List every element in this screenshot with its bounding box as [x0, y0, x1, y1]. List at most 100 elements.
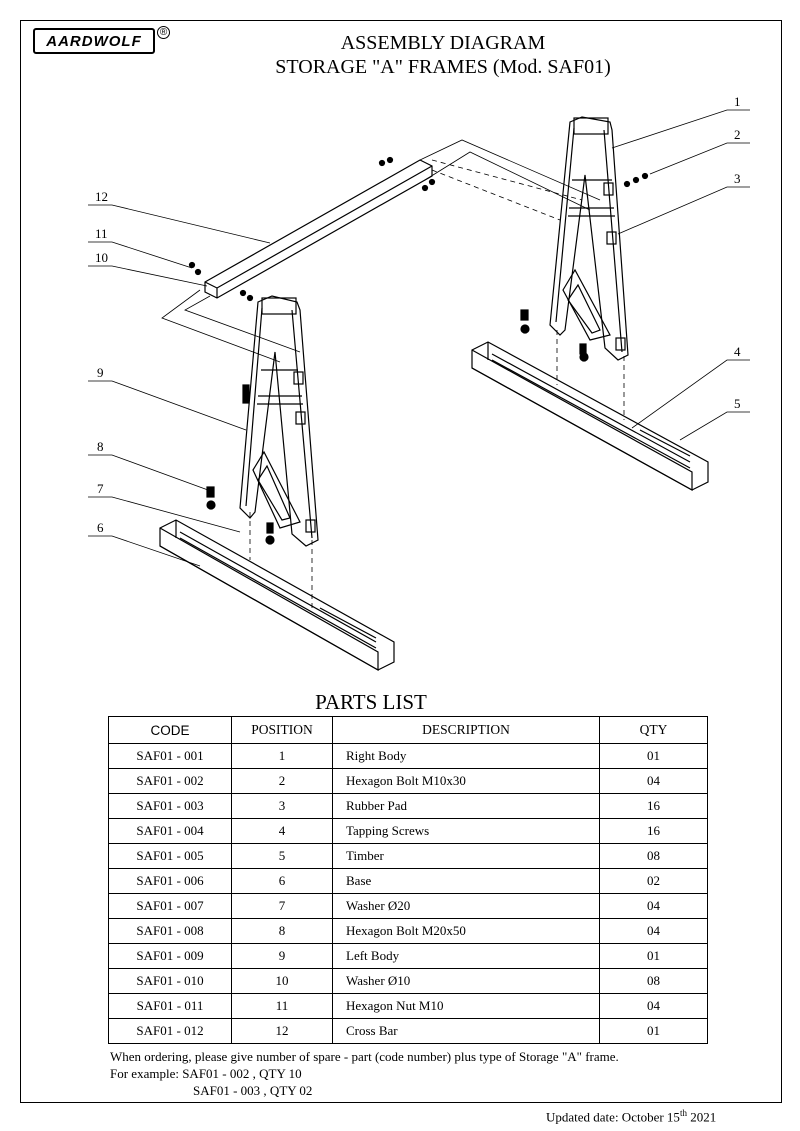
- cell-position: 12: [231, 1018, 333, 1044]
- cell-description: Base: [332, 868, 600, 894]
- cell-description: Hexagon Nut M10: [332, 993, 600, 1019]
- cell-description: Washer Ø10: [332, 968, 600, 994]
- col-position: POSITION: [231, 716, 333, 744]
- registered-mark: ®: [157, 26, 170, 39]
- cell-code: SAF01 - 004: [108, 818, 232, 844]
- col-description: DESCRIPTION: [332, 716, 600, 744]
- assembly-lines: [161, 139, 601, 363]
- cell-position: 7: [231, 893, 333, 919]
- cross-bar: [204, 159, 433, 299]
- cell-position: 5: [231, 843, 333, 869]
- cell-description: Tapping Screws: [332, 818, 600, 844]
- cell-code: SAF01 - 003: [108, 793, 232, 819]
- callout-1: 1: [734, 94, 741, 109]
- cell-code: SAF01 - 011: [108, 993, 232, 1019]
- right-body: [549, 116, 629, 361]
- assembly-diagram: 1 2 3 4 5 6 7 8 9 10 11 12: [88, 94, 750, 672]
- cell-description: Hexagon Bolt M10x30: [332, 768, 600, 794]
- callout-9: 9: [97, 365, 104, 380]
- page-subtitle: STORAGE "A" FRAMES (Mod. SAF01): [275, 56, 611, 78]
- cell-qty: 08: [599, 968, 708, 994]
- cell-code: SAF01 - 009: [108, 943, 232, 969]
- cell-description: Right Body: [332, 743, 600, 769]
- cell-qty: 01: [599, 1018, 708, 1044]
- page-border: [20, 20, 782, 1103]
- cell-qty: 16: [599, 818, 708, 844]
- col-code: CODE: [108, 716, 232, 744]
- cell-qty: 02: [599, 868, 708, 894]
- col-qty: QTY: [599, 716, 708, 744]
- cell-position: 9: [231, 943, 333, 969]
- cell-code: SAF01 - 008: [108, 918, 232, 944]
- left-base: [159, 519, 395, 672]
- cell-qty: 01: [599, 943, 708, 969]
- cell-qty: 04: [599, 768, 708, 794]
- cell-qty: 04: [599, 918, 708, 944]
- parts-header-row: CODE POSITION DESCRIPTION QTY: [108, 716, 708, 744]
- callout-4: 4: [734, 344, 741, 359]
- left-body: [239, 295, 319, 547]
- cell-position: 11: [231, 993, 333, 1019]
- callout-7: 7: [97, 481, 104, 496]
- cell-position: 6: [231, 868, 333, 894]
- assembly-guides: [249, 159, 625, 612]
- callout-5: 5: [734, 396, 741, 411]
- cell-code: SAF01 - 002: [108, 768, 232, 794]
- cell-position: 3: [231, 793, 333, 819]
- cell-qty: 04: [599, 993, 708, 1019]
- right-base: [471, 341, 709, 492]
- cell-description: Hexagon Bolt M20x50: [332, 918, 600, 944]
- cell-qty: 08: [599, 843, 708, 869]
- callout-6: 6: [97, 520, 104, 535]
- cell-position: 1: [231, 743, 333, 769]
- cell-qty: 01: [599, 743, 708, 769]
- cell-qty: 04: [599, 893, 708, 919]
- cell-description: Washer Ø20: [332, 893, 600, 919]
- ordering-note: When ordering, please give number of spa…: [110, 1049, 619, 1064]
- cell-description: Left Body: [332, 943, 600, 969]
- updated-date: Updated date: October 15th 2021: [546, 1108, 717, 1125]
- cell-description: Timber: [332, 843, 600, 869]
- callout-labels: 1 2 3 4 5 6 7 8 9 10 11 12: [95, 94, 741, 535]
- cell-position: 8: [231, 918, 333, 944]
- callout-8: 8: [97, 439, 104, 454]
- cell-position: 10: [231, 968, 333, 994]
- leader-lines: [88, 109, 750, 567]
- cell-code: SAF01 - 005: [108, 843, 232, 869]
- page-title: ASSEMBLY DIAGRAM: [340, 32, 546, 54]
- cell-position: 2: [231, 768, 333, 794]
- callout-10: 10: [95, 250, 108, 265]
- brand-logo: AARDWOLF: [33, 28, 155, 54]
- cell-code: SAF01 - 012: [108, 1018, 232, 1044]
- callout-3: 3: [734, 171, 741, 186]
- callout-11: 11: [95, 226, 108, 241]
- cell-code: SAF01 - 006: [108, 868, 232, 894]
- cell-code: SAF01 - 010: [108, 968, 232, 994]
- example-line-2: SAF01 - 003 , QTY 02: [193, 1083, 313, 1098]
- cell-code: SAF01 - 001: [108, 743, 232, 769]
- cell-position: 4: [231, 818, 333, 844]
- parts-table: CODE POSITION DESCRIPTION QTY SAF01 - 00…: [108, 716, 708, 1044]
- cell-description: Cross Bar: [332, 1018, 600, 1044]
- parts-list-title: PARTS LIST: [315, 690, 427, 714]
- callout-2: 2: [734, 127, 741, 142]
- cell-code: SAF01 - 007: [108, 893, 232, 919]
- cell-description: Rubber Pad: [332, 793, 600, 819]
- example-line-1: For example: SAF01 - 002 , QTY 10: [110, 1066, 302, 1081]
- hardware: [188, 156, 649, 545]
- cell-qty: 16: [599, 793, 708, 819]
- callout-12: 12: [95, 189, 108, 204]
